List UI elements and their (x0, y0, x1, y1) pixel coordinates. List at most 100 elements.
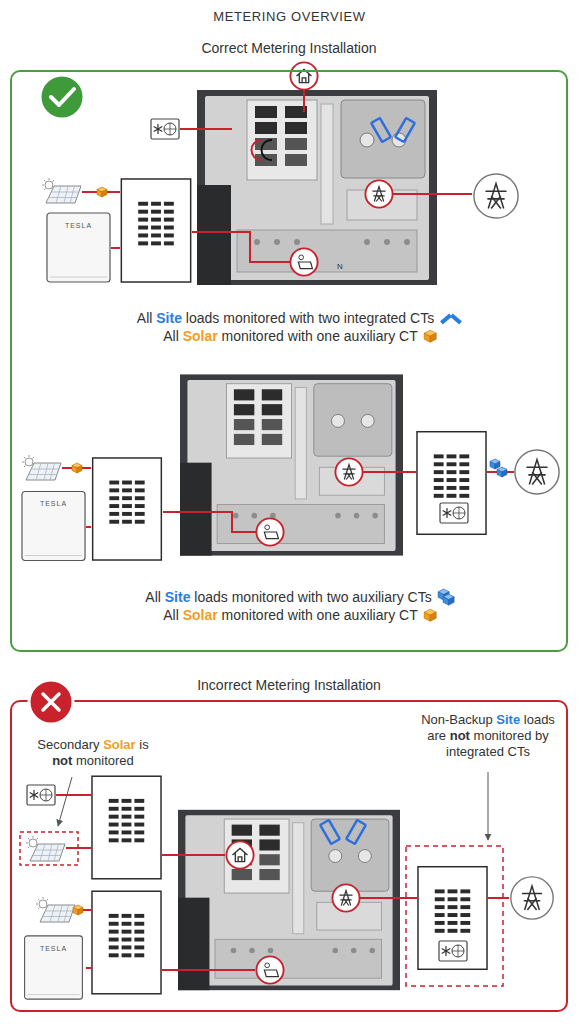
label-box: All Solar monitored with one auxiliary C… (20, 327, 579, 345)
grid-icon (332, 884, 359, 911)
text-run: Site (496, 712, 520, 727)
product-marking: TESLA (40, 945, 67, 952)
leader-line (58, 777, 72, 826)
text-run: Solar (183, 328, 218, 344)
text-run: by (535, 728, 549, 743)
text-run: Secondary (37, 737, 99, 752)
utility-grid (474, 174, 518, 218)
text-run: two (318, 310, 340, 326)
text-run: CT (399, 328, 418, 344)
product-marking: N (337, 262, 343, 271)
text-run: Solar (183, 607, 218, 623)
text-run: Non-Backup (421, 712, 493, 727)
text-run: with (298, 589, 323, 605)
unmonitored-outline (406, 846, 503, 986)
auxiliary-ct (490, 459, 500, 469)
text-run: one (317, 607, 340, 623)
solar-icon (256, 518, 283, 545)
text-run: loads (186, 310, 219, 326)
non-backup-panel (417, 432, 486, 535)
text-run: not (52, 753, 72, 768)
utility-grid (511, 877, 553, 919)
text-run: monitored (76, 753, 134, 768)
text-run: monitored (223, 310, 285, 326)
label-box: TESLA (46, 221, 111, 230)
electrical-panel (197, 90, 437, 285)
text-run: CTs (508, 744, 530, 759)
electrical-panel (180, 374, 403, 555)
grid-icon (335, 458, 362, 485)
text-run: monitored (474, 728, 532, 743)
text-run: with (289, 310, 314, 326)
solar-icon (256, 956, 283, 983)
solar-array (26, 836, 65, 861)
auxiliary-ct (73, 905, 83, 915)
electrical-panel (178, 810, 400, 990)
text-run: one (317, 328, 340, 344)
text-run: with (288, 607, 313, 623)
text-run: All (137, 310, 153, 326)
caption-text: All Site loads monitored with two integr… (137, 309, 434, 327)
text-run: Site (165, 589, 191, 605)
label-box: Secondary Solar is not monitored (26, 737, 160, 769)
utility-grid (515, 450, 559, 494)
text-run: All (163, 607, 179, 623)
solar-array (42, 178, 81, 203)
text-run: not (450, 728, 470, 743)
label-box: N (333, 262, 347, 272)
site-icon (290, 62, 317, 89)
text-run: monitored (222, 607, 284, 623)
unmonitored-outline (20, 832, 78, 865)
solar-array (22, 455, 61, 480)
text-run: All (163, 328, 179, 344)
integrated-ct (371, 118, 415, 142)
gateway (92, 891, 161, 994)
text-run: auxiliary (352, 589, 403, 605)
auxiliary-ct (97, 187, 107, 197)
label-box: TESLA (21, 499, 86, 508)
text-run: monitored (232, 589, 294, 605)
gateway (121, 179, 190, 282)
solar-icon (290, 248, 317, 275)
ct-icon (437, 588, 455, 606)
section-heading: Incorrect Metering Installation (197, 677, 381, 693)
text-run: Solar (103, 737, 136, 752)
installation-panel: Correct Metering Installation (10, 70, 568, 652)
ac-unit (27, 785, 55, 805)
gateway (93, 458, 162, 560)
text-run: auxiliary (344, 328, 395, 344)
label-box: Non-Backup Site loads are not monitored … (412, 712, 564, 760)
text-run: two (327, 589, 349, 605)
label-box: All Solar monitored with one auxiliary C… (20, 606, 579, 624)
text-run: loads (194, 589, 227, 605)
product-marking: TESLA (65, 222, 92, 229)
grid-icon (365, 180, 392, 207)
label-box: TESLA (21, 944, 86, 953)
page-title: METERING OVERVIEW (0, 9, 579, 24)
cross-badge (29, 680, 73, 724)
text-run: are (427, 728, 446, 743)
product-marking: TESLA (40, 500, 67, 507)
caption-text: All Site loads monitored with two auxili… (145, 588, 431, 606)
text-run: CTs (408, 589, 432, 605)
ac-unit (440, 503, 468, 523)
label-box: All Site loads monitored with two integr… (20, 309, 579, 327)
text-run: Site (156, 310, 182, 326)
text-run: is (139, 737, 148, 752)
text-run: loads (524, 712, 555, 727)
text-run: auxiliary (344, 607, 395, 623)
ac-unit (439, 941, 467, 961)
callout-note: Secondary Solar is not monitored (37, 737, 148, 768)
powerwall (25, 936, 83, 999)
non-backup-panel (418, 867, 487, 970)
ct-icon (423, 608, 437, 622)
integrated-ct (320, 820, 366, 844)
ac-unit (151, 119, 179, 139)
label-box: All Site loads monitored with two auxili… (20, 588, 579, 606)
ct-icon (423, 329, 437, 343)
